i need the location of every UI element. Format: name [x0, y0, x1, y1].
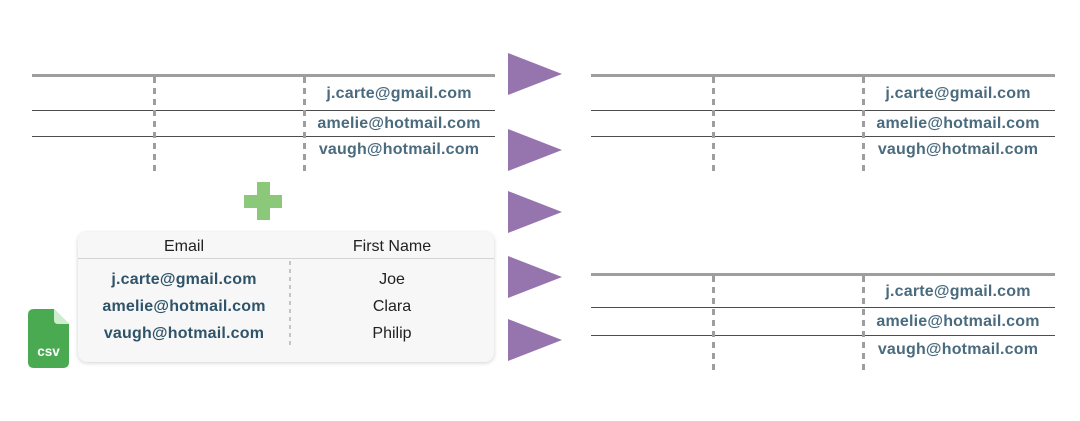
flow-arrow-icon	[508, 319, 562, 361]
csv-preview-card: Email First Name j.carte@gmail.com Joe a…	[78, 232, 494, 362]
column-divider-dashed	[712, 276, 715, 371]
csv-first-name-cell: Philip	[372, 324, 412, 342]
flow-arrow-icon	[508, 191, 562, 233]
contact-table-source: j.carte@gmail.com amelie@hotmail.com vau…	[32, 74, 495, 172]
csv-email-cell: j.carte@gmail.com	[111, 270, 257, 288]
csv-row: amelie@hotmail.com Clara	[78, 293, 494, 320]
email-cell: j.carte@gmail.com	[885, 84, 1031, 102]
column-divider-dashed	[153, 77, 156, 172]
csv-file-icon-label: csv	[37, 344, 60, 359]
plus-icon	[244, 182, 282, 220]
column-divider-dashed	[712, 77, 715, 172]
column-divider-dashed	[303, 77, 306, 172]
csv-email-cell: vaugh@hotmail.com	[103, 324, 265, 342]
email-cell: amelie@hotmail.com	[876, 114, 1040, 132]
email-cell: vaugh@hotmail.com	[877, 141, 1039, 158]
csv-file-icon: csv	[28, 309, 69, 368]
contact-table-result-top: j.carte@gmail.com amelie@hotmail.com vau…	[591, 74, 1055, 172]
column-divider-dashed	[862, 276, 865, 371]
csv-card-header: Email First Name	[78, 232, 494, 259]
email-cell: amelie@hotmail.com	[317, 114, 481, 132]
table-row: amelie@hotmail.com	[591, 111, 1055, 137]
csv-column-header-email: Email	[163, 238, 204, 255]
csv-first-name-cell: Joe	[379, 270, 405, 288]
csv-row: j.carte@gmail.com Joe	[78, 266, 494, 293]
email-cell: j.carte@gmail.com	[326, 84, 472, 102]
email-cell: vaugh@hotmail.com	[877, 340, 1039, 358]
csv-column-header-first-name: First Name	[352, 238, 432, 255]
email-cell: j.carte@gmail.com	[885, 282, 1031, 300]
csv-file-icon-graphic: csv	[28, 309, 69, 368]
table-row: j.carte@gmail.com	[591, 77, 1055, 111]
email-cell: amelie@hotmail.com	[876, 312, 1040, 330]
plus-icon-vertical-bar	[256, 182, 270, 220]
email-cell: vaugh@hotmail.com	[318, 141, 480, 158]
table-row: amelie@hotmail.com	[591, 308, 1055, 336]
table-row: j.carte@gmail.com	[32, 77, 495, 111]
table-row: j.carte@gmail.com	[591, 276, 1055, 308]
csv-card-body: j.carte@gmail.com Joe amelie@hotmail.com…	[78, 259, 494, 347]
table-row: vaugh@hotmail.com	[591, 336, 1055, 363]
flow-arrow-icon	[508, 53, 562, 95]
csv-first-name-cell: Clara	[372, 297, 412, 315]
column-divider-dashed	[862, 77, 865, 172]
csv-row: vaugh@hotmail.com Philip	[78, 320, 494, 347]
flow-arrow-icon	[508, 129, 562, 171]
csv-column-divider-dashed	[289, 261, 291, 346]
flow-arrow-icon	[508, 256, 562, 298]
table-row: amelie@hotmail.com	[32, 111, 495, 137]
contact-table-result-bottom: j.carte@gmail.com amelie@hotmail.com vau…	[591, 273, 1055, 371]
table-row: vaugh@hotmail.com	[32, 137, 495, 163]
table-row: vaugh@hotmail.com	[591, 137, 1055, 163]
csv-email-cell: amelie@hotmail.com	[102, 297, 266, 315]
